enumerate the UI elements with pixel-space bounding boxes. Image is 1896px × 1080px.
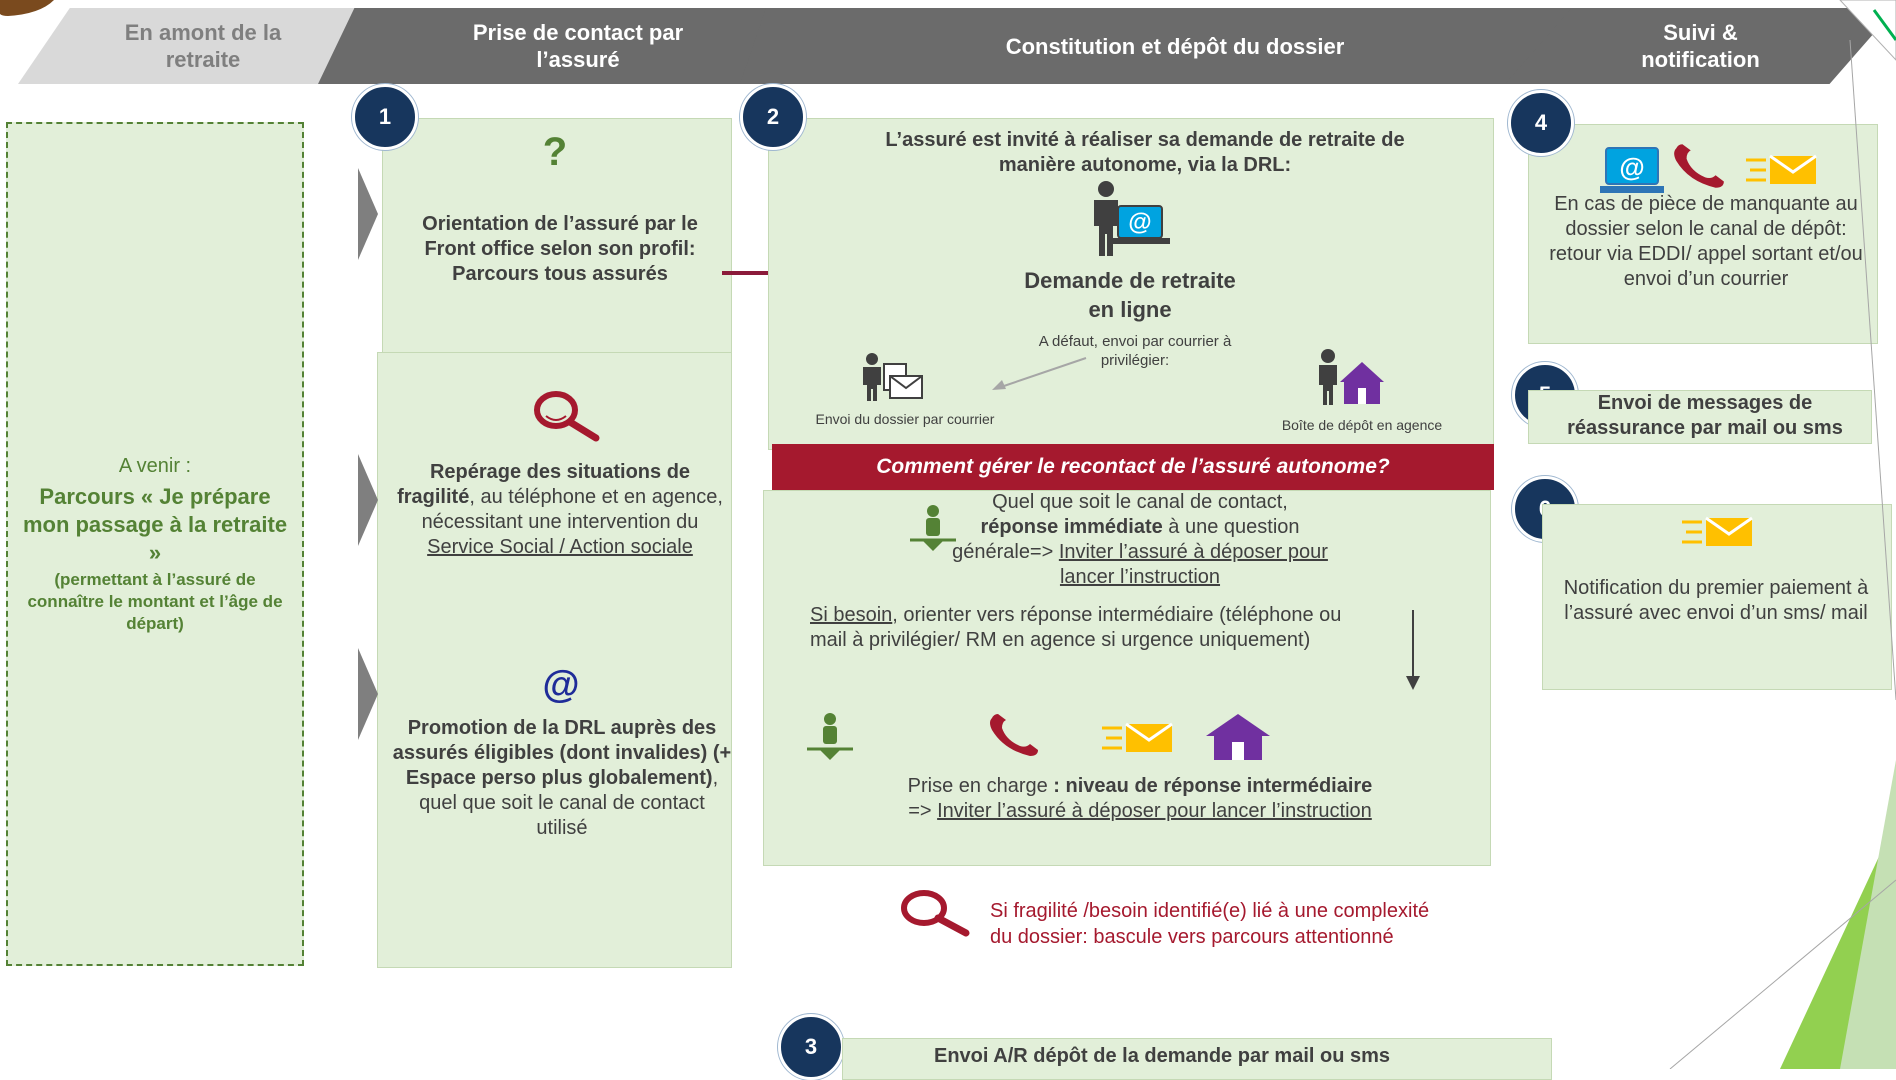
- question-mark: ?: [542, 130, 568, 174]
- laptop-at-icon: @: [1600, 147, 1664, 193]
- col1-fragility-bold: Repérage des situations de fragilité: [397, 461, 691, 508]
- col1-orientation-text: Orientation de l’assuré par le Front off…: [422, 213, 698, 285]
- left-panel-content: A venir : Parcours « Je prépare mon pass…: [18, 454, 292, 635]
- col2-prise-bold: : niveau de réponse intermédiaire: [1047, 775, 1373, 797]
- magnifier-icon-2: [901, 890, 970, 937]
- invite-deposit-link-1[interactable]: Inviter l’assuré à déposer pour lancer l…: [1058, 541, 1328, 588]
- si-besoin-link[interactable]: Si besoin: [810, 604, 893, 626]
- left-panel-desc: (permettant à l’assuré de connaître le m…: [27, 570, 283, 633]
- person-house-icon: [1319, 349, 1384, 405]
- step-1-badge: 1: [352, 84, 418, 150]
- col1-promotion-rest: , quel que soit le canal de contact util…: [419, 767, 719, 839]
- step-5-box: [1528, 390, 1872, 444]
- magnifier-icon: [534, 391, 600, 442]
- person-laptop-icon: @: [1094, 181, 1170, 256]
- col2-besoin-rest: , orienter vers réponse intermédiaire (t…: [810, 604, 1342, 651]
- col1-fragility-text: Repérage des situations de fragilité, au…: [390, 460, 730, 560]
- col2-recontact-line1: Quel que soit le canal de contact,: [992, 491, 1288, 513]
- decorative-corner-topleft: [0, 0, 54, 16]
- step-4-text: En cas de pièce de manquante au dossier …: [1549, 193, 1863, 290]
- recontact-banner: Comment gérer le recontact de l’assuré a…: [772, 444, 1494, 490]
- col1-pointer-3: [358, 648, 378, 740]
- col2-recontact-rest: à une question générale=>: [952, 516, 1300, 563]
- service-social-link[interactable]: Service Social / Action sociale: [427, 536, 693, 558]
- email-icon-3: [1682, 516, 1753, 546]
- col2-recontact-text: Quel que soit le canal de contact, répon…: [940, 490, 1340, 590]
- fragility-note: Si fragilité /besoin identifié(e) lié à …: [990, 900, 1430, 948]
- col2-prise-text: Prise en charge : niveau de réponse inte…: [870, 774, 1410, 824]
- step-5-text: Envoi de messages de réassurance par mai…: [1567, 392, 1843, 439]
- person-mail-icon: [863, 353, 923, 401]
- down-arrow: [1406, 610, 1420, 690]
- person-green-icon: [910, 505, 956, 551]
- col2-prise-arrow: =>: [908, 800, 932, 822]
- col2-default-text: A défaut, envoi par courrier à privilégi…: [1038, 333, 1232, 369]
- left-panel-intro: A venir :: [118, 455, 192, 477]
- step-2-number: 2: [766, 104, 780, 129]
- header-suivi-label: Suivi & notification: [1641, 20, 1760, 72]
- step-2-badge: 2: [740, 84, 806, 150]
- col1-pointer-2: [358, 454, 378, 546]
- step-1-number: 1: [378, 104, 392, 129]
- invite-deposit-link-2[interactable]: Inviter l’assuré à déposer pour lancer l…: [937, 800, 1372, 822]
- col1-pointer-1: [358, 168, 378, 260]
- header-amont-label: En amont de la retraite: [124, 20, 282, 72]
- col2-box-bottom: [763, 490, 1491, 866]
- svg-text:@: @: [1128, 209, 1151, 236]
- step-6-text: Notification du premier paiement à l’ass…: [1563, 577, 1869, 624]
- col1-promotion-text: Promotion de la DRL auprès des assurés é…: [392, 716, 732, 841]
- header-constitution: Constitution et dépôt du dossier: [740, 8, 1610, 84]
- left-panel: A venir : Parcours « Je prépare mon pass…: [6, 122, 304, 966]
- grey-pointer-arrow: [992, 357, 1087, 390]
- step-3-badge: 3: [778, 1014, 844, 1080]
- email-icon: [1102, 722, 1173, 752]
- step-4-badge: 4: [1508, 90, 1574, 156]
- at-icon: @: [542, 664, 580, 706]
- recontact-banner-text: Comment gérer le recontact de l’assuré a…: [876, 455, 1390, 478]
- header-suivi: Suivi & notification: [1505, 8, 1896, 84]
- phone-icon: [990, 714, 1038, 756]
- col2-recontact-bold: réponse immédiate: [980, 516, 1163, 538]
- col1-fragility-rest: , au téléphone et en agence, nécessitant…: [421, 486, 723, 533]
- decorative-leaf-right: [1669, 0, 1896, 1069]
- header-amont: En amont de la retraite: [18, 8, 388, 84]
- step-4-number: 4: [1534, 110, 1548, 135]
- col2-prise-start: Prise en charge: [907, 775, 1048, 797]
- left-panel-title: Parcours « Je prépare mon passage à la r…: [22, 484, 288, 565]
- step-4-box: [1528, 124, 1878, 344]
- step-3-number: 3: [804, 1034, 818, 1059]
- header-constitution-label: Constitution et dépôt du dossier: [1005, 33, 1345, 59]
- col1-box-bottom: [377, 352, 732, 968]
- email-icon-2: [1746, 154, 1817, 184]
- phone-icon-2: [1674, 144, 1724, 188]
- svg-text:@: @: [1619, 152, 1644, 182]
- col2-intro: L’assuré est invité à réaliser sa demand…: [885, 129, 1405, 176]
- col1-box-top: [382, 118, 732, 360]
- person-green-icon-2: [807, 713, 853, 760]
- col2-agency-label: Boîte de dépôt en agence: [1281, 417, 1443, 433]
- step-3-text: Envoi A/R dépôt de la demande par mail o…: [933, 1045, 1391, 1067]
- col1-promotion-bold: Promotion de la DRL auprès des assurés é…: [392, 717, 732, 789]
- col2-online-title: Demande de retraite en ligne: [1024, 268, 1236, 322]
- col2-besoin-text: Si besoin, orienter vers réponse intermé…: [810, 603, 1370, 653]
- house-icon: [1206, 714, 1270, 760]
- col2-mail-label: Envoi du dossier par courrier: [815, 411, 995, 427]
- header-prise-contact-label: Prise de contact par l’assuré: [472, 20, 684, 72]
